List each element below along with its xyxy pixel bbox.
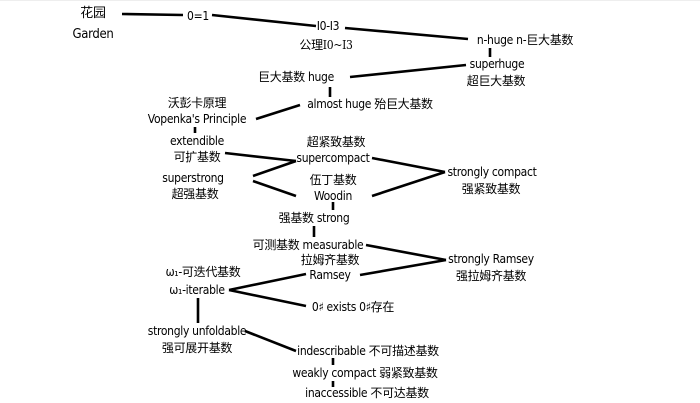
node-w1-iterable-zh: ω₁-可迭代基数 [165, 265, 241, 279]
node-w1-iterable: ω₁-iterable [169, 283, 225, 297]
node-zero-sharp: 0♯ exists 0♯存在 [311, 300, 395, 314]
edge [244, 329, 297, 353]
node-superhuge: superhuge [469, 57, 525, 71]
edge [344, 26, 469, 41]
edge [252, 159, 297, 178]
node-strongly-ramsey-zh: 强拉姆齐基数 [455, 269, 527, 283]
node-inaccessible: inaccessible 不可达基数 [305, 386, 429, 400]
node-n-huge: n-huge n-巨大基数 [476, 33, 574, 47]
edge [359, 258, 447, 277]
node-extendible-zh: 可扩基数 [173, 150, 221, 164]
edge [255, 103, 301, 121]
node-almost-huge: almost huge 殆巨大基数 [307, 97, 433, 111]
edge [121, 12, 184, 17]
edge [252, 179, 297, 198]
node-supercompact: supercompact [296, 151, 370, 165]
node-vopenka: Vopenka's Principle [147, 112, 247, 126]
edge [228, 272, 307, 292]
node-superstrong: superstrong [162, 171, 224, 185]
node-ramsey-zh: 拉姆齐基数 [300, 253, 360, 267]
node-garden-zh: 花园 [80, 6, 106, 21]
node-strongly-compact-zh: 强紧致基数 [461, 182, 521, 196]
edge [349, 63, 467, 79]
node-garden: Garden [72, 27, 114, 42]
node-i0-i3-zh: 公理I0~I3 [299, 38, 353, 52]
edge [365, 243, 447, 262]
edge [371, 156, 446, 174]
node-strong: 强基数 strong [278, 211, 350, 225]
node-strongly-unfoldable-zh: 强可展开基数 [161, 341, 233, 355]
node-ramsey: Ramsey [309, 268, 351, 282]
node-weakly-compact: weakly compact 弱紧致基数 [292, 366, 438, 380]
node-woodin: Woodin [313, 189, 353, 203]
edge [211, 13, 317, 28]
node-indescribable: indescribable 不可描述基数 [297, 344, 439, 358]
node-huge: 巨大基数 huge [258, 70, 334, 84]
edge [371, 170, 446, 198]
node-vopenka-zh: 沃彭卡原理 [167, 96, 227, 110]
edge [224, 151, 297, 163]
node-superstrong-zh: 超强基数 [171, 187, 219, 201]
node-strongly-compact: strongly compact [447, 165, 537, 179]
node-strongly-unfoldable: strongly unfoldable [147, 324, 247, 338]
node-measurable: 可测基数 measurable [252, 238, 364, 252]
node-superhuge-zh: 超巨大基数 [466, 74, 526, 88]
node-zero-equals-one: 0=1 [187, 9, 209, 23]
node-extendible: extendible [170, 134, 224, 148]
node-strongly-ramsey: strongly Ramsey [448, 252, 534, 266]
node-i0-i3: I0-I3 [316, 19, 340, 33]
node-supercompact-zh: 超紧致基数 [306, 135, 366, 149]
node-woodin-zh: 伍丁基数 [309, 173, 357, 187]
edge [228, 288, 307, 308]
